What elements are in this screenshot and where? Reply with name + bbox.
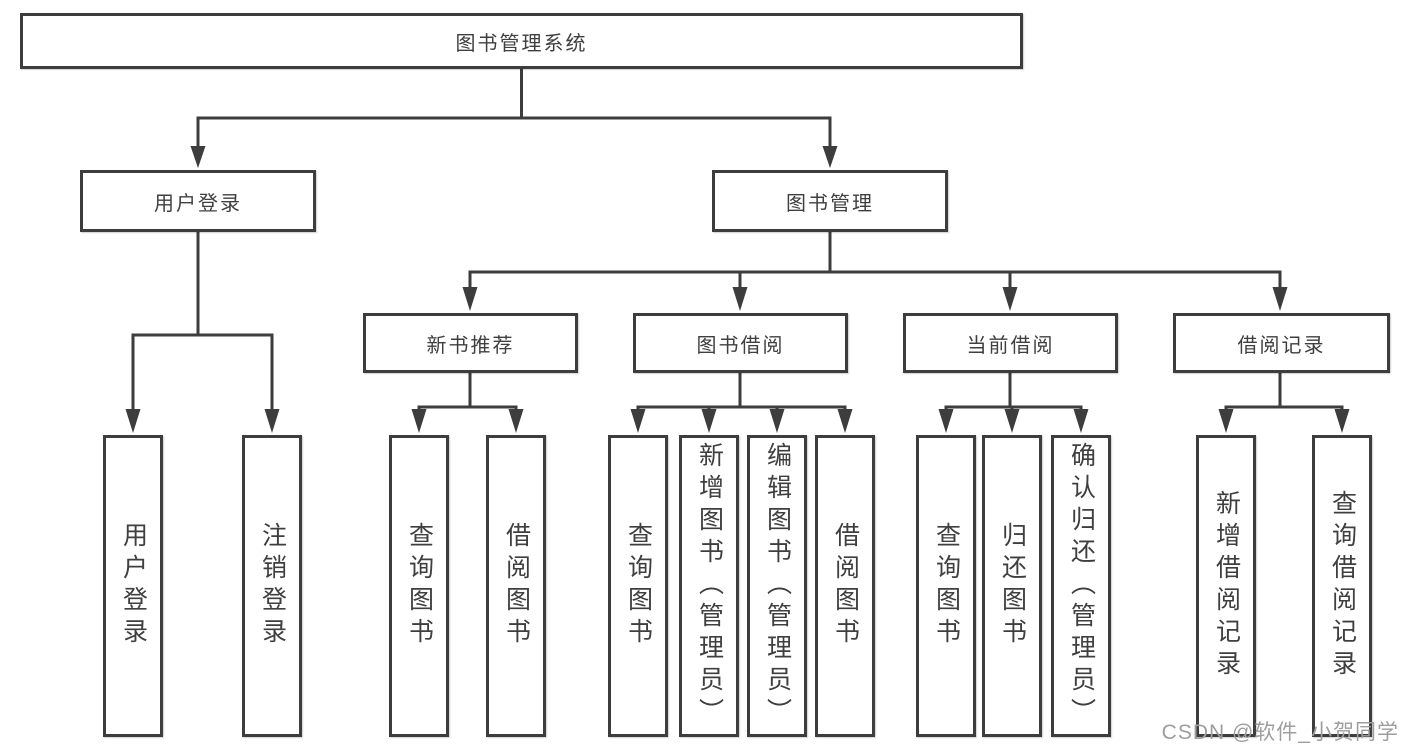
node-book-management: 图书管理 <box>712 170 948 232</box>
leaf-user-login: 用户登录 <box>103 435 163 737</box>
node-current-borrow: 当前借阅 <box>903 313 1118 373</box>
node-borrow-records: 借阅记录 <box>1173 313 1390 373</box>
leaf-logout: 注销登录 <box>242 435 302 737</box>
leaf-query-books-borrow: 查询图书 <box>608 435 668 737</box>
leaf-query-borrow-record: 查询借阅记录 <box>1312 435 1372 737</box>
leaf-borrow-books: 借阅图书 <box>815 435 875 737</box>
csdn-watermark: CSDN @软件_小贺同学 <box>1161 721 1399 744</box>
leaf-query-books-recommend: 查询图书 <box>389 435 449 737</box>
node-new-book-recommend: 新书推荐 <box>363 313 578 373</box>
leaf-add-books-admin: 新增图书（管理员） <box>679 435 739 737</box>
leaf-return-books: 归还图书 <box>982 435 1042 737</box>
node-book-borrow: 图书借阅 <box>633 313 848 373</box>
leaf-confirm-return-admin: 确认归还（管理员） <box>1051 435 1111 737</box>
node-user-login: 用户登录 <box>80 170 316 232</box>
leaf-edit-books-admin: 编辑图书（管理员） <box>747 435 807 737</box>
leaf-add-borrow-record: 新增借阅记录 <box>1196 435 1256 737</box>
node-library-management-system: 图书管理系统 <box>20 13 1023 69</box>
leaf-borrow-books-recommend: 借阅图书 <box>486 435 546 737</box>
arrowheads <box>125 146 1350 433</box>
leaf-query-books-current: 查询图书 <box>916 435 976 737</box>
